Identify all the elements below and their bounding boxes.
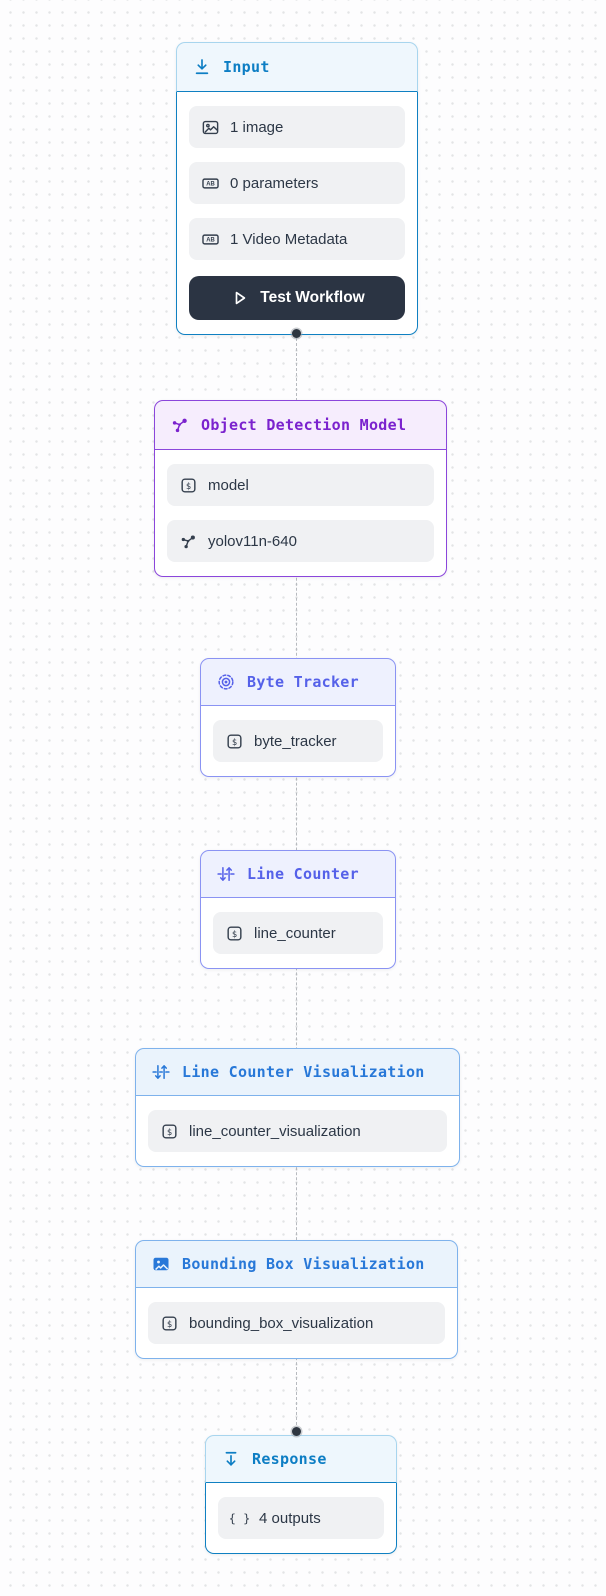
lc-row-line-counter[interactable]: $ line_counter xyxy=(213,912,383,954)
svg-text:$: $ xyxy=(232,929,237,939)
response-row-outputs[interactable]: { } 4 outputs xyxy=(218,1497,384,1539)
node-object-detection-model[interactable]: Object Detection Model $ model xyxy=(154,400,447,577)
node-response[interactable]: Response { } 4 outputs xyxy=(205,1435,397,1554)
node-bt-header[interactable]: Byte Tracker xyxy=(200,658,396,706)
svg-text:AB: AB xyxy=(206,237,215,243)
row-label: yolov11n-640 xyxy=(208,532,297,550)
model-graph-icon xyxy=(179,532,198,551)
parameters-icon: AB xyxy=(201,230,220,249)
download-icon xyxy=(192,57,212,77)
node-bt-body: $ byte_tracker xyxy=(200,706,396,777)
svg-text:$: $ xyxy=(167,1319,172,1329)
node-lcv-header[interactable]: Line Counter Visualization xyxy=(135,1048,460,1096)
row-label: byte_tracker xyxy=(254,732,337,750)
node-title: Response xyxy=(252,1450,327,1468)
test-workflow-label: Test Workflow xyxy=(260,289,365,306)
odm-row-model-id[interactable]: yolov11n-640 xyxy=(167,520,434,562)
input-row-parameters[interactable]: AB 0 parameters xyxy=(189,162,405,204)
node-title: Line Counter Visualization xyxy=(182,1063,425,1081)
row-label: 1 Video Metadata xyxy=(230,230,348,248)
image-filled-icon xyxy=(151,1254,171,1274)
parameters-icon: AB xyxy=(201,174,220,193)
node-response-header[interactable]: Response xyxy=(205,1435,397,1483)
row-label: 0 parameters xyxy=(230,174,319,192)
node-odm-header[interactable]: Object Detection Model xyxy=(154,400,447,450)
row-label: 1 image xyxy=(230,118,284,136)
node-title: Object Detection Model xyxy=(201,416,407,434)
image-icon xyxy=(201,118,220,137)
bt-row-byte-tracker[interactable]: $ byte_tracker xyxy=(213,720,383,762)
node-lc-body: $ line_counter xyxy=(200,898,396,969)
svg-text:$: $ xyxy=(232,737,237,747)
node-bbv-header[interactable]: Bounding Box Visualization xyxy=(135,1240,458,1288)
model-graph-icon xyxy=(170,415,190,435)
node-bbv-body: $ bounding_box_visualization xyxy=(135,1288,458,1359)
node-input[interactable]: Input 1 image AB xyxy=(176,42,418,335)
dollar-param-icon: $ xyxy=(160,1314,179,1333)
node-byte-tracker[interactable]: Byte Tracker $ byte_tracker xyxy=(200,658,396,777)
node-line-counter[interactable]: Line Counter $ line_counter xyxy=(200,850,396,969)
node-input-body: 1 image AB 0 parameters AB xyxy=(176,92,418,335)
odm-row-model[interactable]: $ model xyxy=(167,464,434,506)
node-input-header[interactable]: Input xyxy=(176,42,418,92)
input-row-image[interactable]: 1 image xyxy=(189,106,405,148)
svg-text:$: $ xyxy=(186,481,191,491)
row-label: line_counter_visualization xyxy=(189,1122,361,1140)
node-title: Line Counter xyxy=(247,865,359,883)
target-icon xyxy=(216,672,236,692)
row-label: 4 outputs xyxy=(259,1509,321,1527)
arrow-down-from-line-icon xyxy=(221,1449,241,1469)
dollar-param-icon: $ xyxy=(160,1122,179,1141)
line-cross-arrows-icon xyxy=(216,864,236,884)
node-line-counter-visualization[interactable]: Line Counter Visualization $ line_counte… xyxy=(135,1048,460,1167)
braces-icon: { } xyxy=(230,1509,249,1528)
bbv-row[interactable]: $ bounding_box_visualization xyxy=(148,1302,445,1344)
lcv-row[interactable]: $ line_counter_visualization xyxy=(148,1110,447,1152)
row-label: line_counter xyxy=(254,924,336,942)
connection-dot-response-input[interactable] xyxy=(292,1427,301,1436)
dollar-param-icon: $ xyxy=(225,924,244,943)
play-icon xyxy=(229,288,249,308)
connection-dot-input-output[interactable] xyxy=(292,329,301,338)
node-response-body: { } 4 outputs xyxy=(205,1483,397,1554)
node-lcv-body: $ line_counter_visualization xyxy=(135,1096,460,1167)
svg-text:$: $ xyxy=(167,1127,172,1137)
node-bounding-box-visualization[interactable]: Bounding Box Visualization $ bounding_bo… xyxy=(135,1240,458,1359)
svg-text:{ }: { } xyxy=(230,1511,249,1525)
line-cross-arrows-icon xyxy=(151,1062,171,1082)
dollar-param-icon: $ xyxy=(225,732,244,751)
node-title: Byte Tracker xyxy=(247,673,359,691)
node-title: Input xyxy=(223,58,270,76)
input-row-video-metadata[interactable]: AB 1 Video Metadata xyxy=(189,218,405,260)
test-workflow-button[interactable]: Test Workflow xyxy=(189,276,405,320)
row-label: model xyxy=(208,476,249,494)
node-lc-header[interactable]: Line Counter xyxy=(200,850,396,898)
row-label: bounding_box_visualization xyxy=(189,1314,374,1332)
node-title: Bounding Box Visualization xyxy=(182,1255,425,1273)
node-odm-body: $ model yolov11n-640 xyxy=(154,450,447,577)
svg-text:AB: AB xyxy=(206,181,215,187)
dollar-param-icon: $ xyxy=(179,476,198,495)
